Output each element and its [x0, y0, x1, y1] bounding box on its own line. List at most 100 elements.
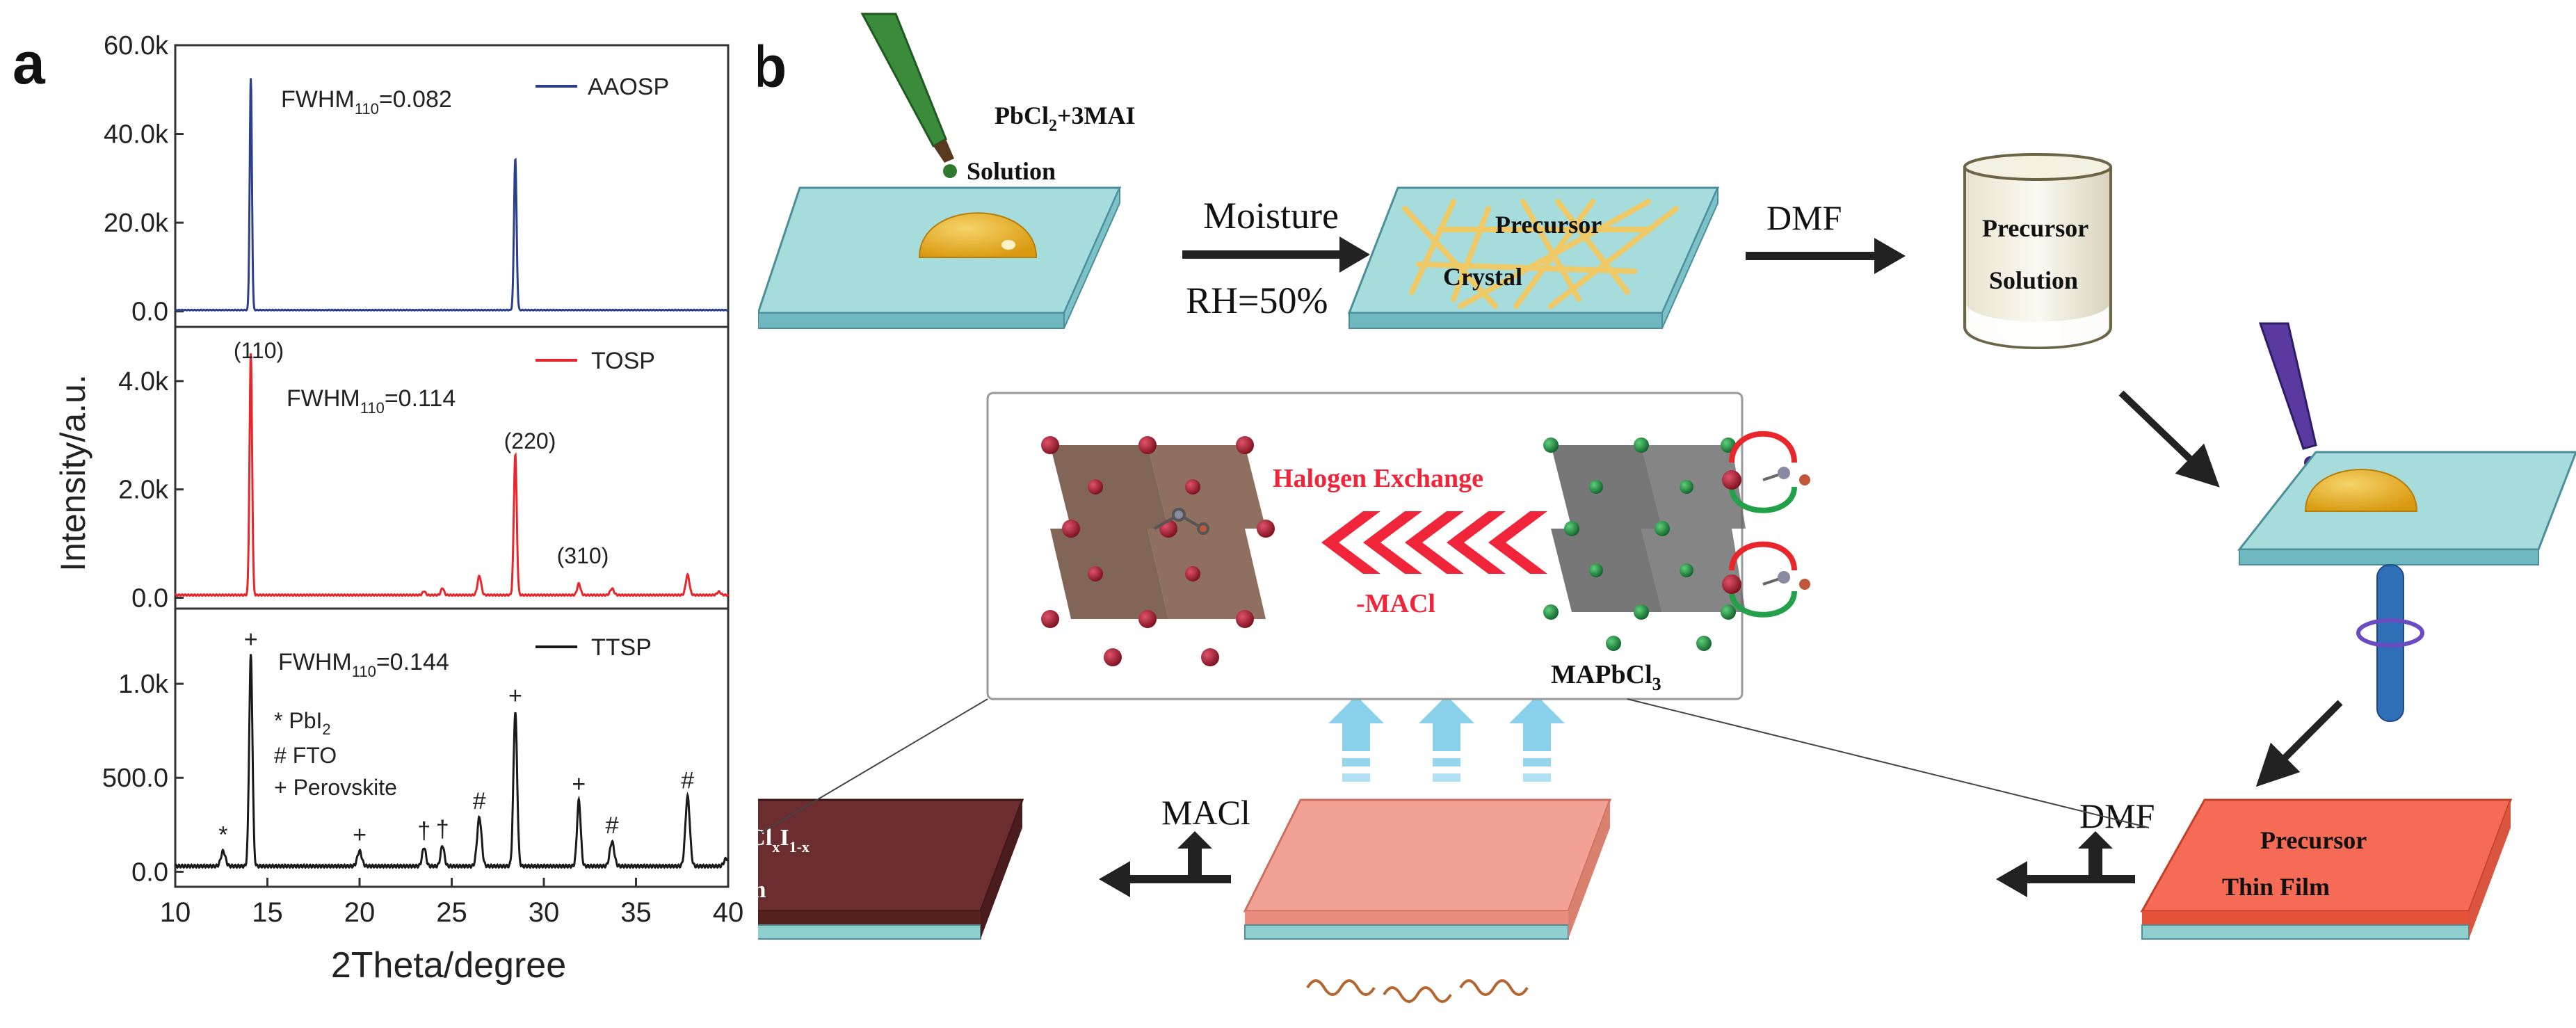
fwhm-text: FWHM [278, 649, 352, 675]
precursor-thin-film [2140, 798, 2513, 940]
final-formula-mid: I [780, 825, 789, 851]
x-axis-label: 2Theta/degree [331, 945, 566, 986]
macl-arrow [1099, 831, 1231, 897]
fwhm-text: FWHM [281, 86, 355, 113]
y-tick-label: 4.0k [118, 367, 169, 396]
fwhm-annotation-tosp: FWHM110=0.114 [287, 385, 456, 417]
peak-marker: + [572, 771, 586, 798]
legend-perovskite: + Perovskite [274, 775, 397, 800]
y-axis-label: Intensity/a.u. [54, 374, 92, 572]
halogen-exchange-box [757, 392, 2150, 835]
y-tick-label: 0.0 [131, 858, 168, 887]
beaker-line2: Solution [1989, 266, 2078, 294]
legend-label-aaosp: AAOSP [588, 74, 669, 100]
moisture-arrow [1182, 236, 1370, 273]
peak-label-310: (310) [557, 543, 609, 568]
fwhm-value: =0.144 [376, 649, 449, 675]
xrd-figure-panel: a Intensity/a.u. 2Theta/degree 10 15 20 25 3… [0, 0, 758, 1025]
y-tick-label: 2.0k [118, 476, 169, 505]
fwhm-subscript: 110 [355, 100, 379, 118]
y-tick-label: 40.0k [104, 120, 169, 150]
final-film-line2: Thin Film [758, 877, 766, 903]
legend-fto: # FTO [274, 743, 337, 768]
precursor-film-line1: Precursor [2260, 826, 2367, 854]
dmf-label-1: DMF [1766, 198, 1842, 237]
arrow-to-precursor-film [2255, 700, 2343, 787]
peak-marker: † [436, 817, 449, 843]
release-arrows [1328, 696, 1565, 782]
legend-pbi2-text: * PbI [274, 708, 322, 733]
precursor-crystal-substrate [1347, 186, 1720, 329]
exchange-chevrons [1321, 511, 1547, 574]
ma-molecule-icons [1762, 467, 1810, 590]
final-formula-sub1: x [772, 838, 780, 856]
y-tick-label: 20.0k [104, 209, 169, 238]
x-tick-label: 30 [529, 897, 560, 928]
formula-main-1: PbCl [995, 102, 1049, 129]
panel-a-label: a [13, 31, 46, 96]
macl-label: MACl [1161, 793, 1250, 832]
legend-pbi2: * PbI2 [274, 708, 331, 738]
y-tick-label: 0.0 [131, 298, 168, 327]
spin-coat-substrate [2237, 451, 2576, 722]
y-tick-label: 500.0 [102, 764, 168, 793]
annealing-film [1243, 798, 1612, 1003]
panel-b-label: b [758, 34, 787, 99]
dmf-arrow-2 [1996, 831, 2135, 897]
y-tick-label: 1.0k [118, 670, 169, 699]
peak-label-110: (110) [234, 338, 284, 363]
solution-formula: PbCl2+3MAI [995, 102, 1136, 135]
final-thin-film [610, 798, 1024, 940]
mapbcl3-sub: 3 [1652, 674, 1661, 694]
dmf-label-2: DMF [2079, 796, 2155, 835]
legend-label-ttsp: TTSP [591, 634, 652, 661]
peak-marker: * [218, 822, 227, 849]
x-tick-label: 15 [252, 897, 283, 928]
fwhm-subscript: 110 [360, 399, 385, 417]
halogen-exchange-label: Halogen Exchange [1273, 464, 1483, 493]
peak-marker: + [508, 683, 522, 709]
series-line-ttsp [174, 654, 729, 869]
substrate-with-drop [756, 186, 1122, 329]
rh-label: RH=50% [1186, 280, 1328, 321]
x-tick-label: 25 [436, 897, 467, 928]
fwhm-annotation-ttsp: FWHM110=0.144 [278, 649, 449, 680]
macl-minus-label: -MACl [1356, 589, 1435, 618]
fwhm-annotation-aaosp: FWHM110=0.082 [281, 86, 452, 118]
process-schematic-panel: b PbCl2+3MAI Solution Moisture RH=50% [610, 0, 2576, 1025]
peak-marker: # [681, 767, 694, 794]
precursor-film-line2: Thin Film [2222, 873, 2330, 901]
beaker-line1: Precursor [1982, 214, 2088, 242]
iodide-crystal-structure [1041, 436, 1275, 666]
dmf-arrow-1 [1746, 238, 1906, 274]
x-tick-label: 20 [344, 897, 376, 928]
peak-label-220: (220) [504, 428, 556, 453]
peak-marker: # [606, 812, 619, 839]
fwhm-subscript: 110 [352, 663, 376, 680]
process-schematic: b PbCl2+3MAI Solution Moisture RH=50% [610, 13, 2576, 1003]
mapbcl3-label: MAPbCl3 [1551, 660, 1661, 694]
series-line-aaosp [175, 78, 729, 312]
peak-marker: + [353, 822, 367, 849]
peak-marker: + [244, 627, 258, 653]
precursor-crystal-line1: Precursor [1495, 211, 1602, 239]
moisture-label: Moisture [1203, 195, 1339, 236]
peak-marker: # [473, 788, 486, 814]
y-tick-label: 0.0 [131, 584, 168, 613]
chloride-crystal-structure [1543, 431, 1797, 651]
final-formula-main: MAPbCl [758, 825, 772, 851]
precursor-crystal-line2: Crystal [1443, 263, 1522, 291]
x-tick-label: 40 [713, 897, 744, 928]
pipette-icon [860, 13, 957, 178]
mapbcl3-main: MAPbCl [1551, 660, 1652, 689]
fwhm-text: FWHM [287, 385, 360, 412]
x-tick-label: 35 [620, 897, 652, 928]
beaker-icon [1963, 153, 2112, 349]
formula-sub-1: 2 [1049, 117, 1057, 135]
fwhm-value: =0.082 [379, 86, 452, 113]
x-tick-label: 10 [160, 897, 191, 928]
final-formula-sub2: 1-x [789, 838, 810, 856]
fwhm-value: =0.114 [385, 385, 456, 412]
solution-label: Solution [967, 157, 1056, 185]
